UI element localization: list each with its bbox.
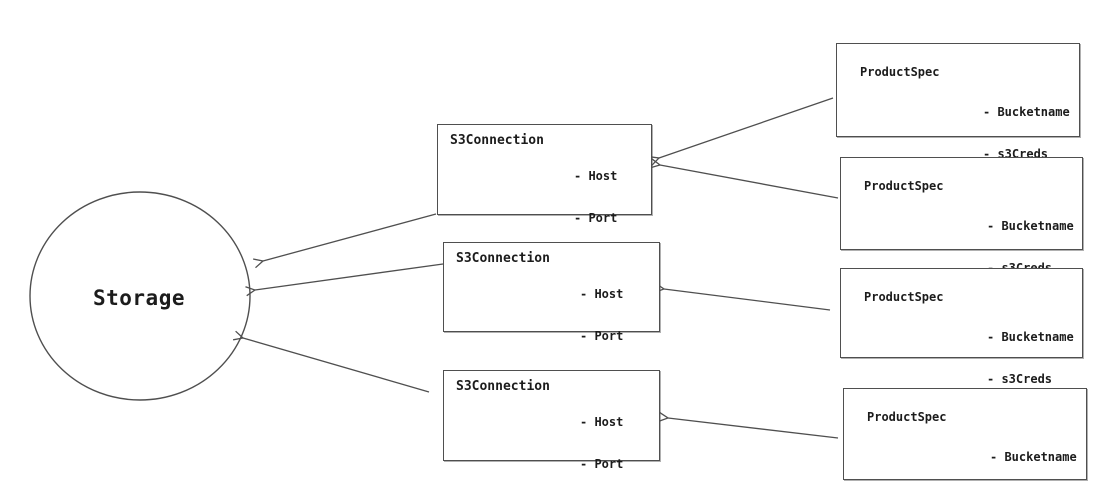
s3connection-3-attributes: - Host - Port - TLS [580,387,623,493]
s3connection-3-title: S3Connection [456,379,550,394]
storage-node-label: Storage [92,286,185,310]
arrow-productspec-2-to-s3connection-1[interactable] [650,158,839,199]
productspec-node-1[interactable]: ProductSpec - Bucketname - s3Creds [836,43,1080,161]
arrow-s3connection-3-to-storage[interactable] [232,330,430,393]
s3connection-node-1[interactable]: S3Connection - Host - Port - TLS [437,124,652,267]
attribute-host: - Host [580,287,624,301]
attribute-s3creds: - s3Creds [987,372,1053,386]
productspec-3-title: ProductSpec [864,290,944,304]
arrow-s3connection-1-to-storage[interactable] [253,213,437,269]
attribute-bucketname: - Bucketname [987,219,1074,233]
s3connection-1-title: S3Connection [450,133,544,148]
arrow-productspec-4-to-s3connection-3[interactable] [658,411,839,439]
productspec-4-title: ProductSpec [867,410,947,424]
s3connection-node-3[interactable]: S3Connection - Host - Port - TLS [443,370,660,471]
arrow-s3connection-2-to-storage[interactable] [245,263,444,297]
attribute-bucketname: - Bucketname [983,105,1070,119]
productspec-node-3[interactable]: ProductSpec - Bucketname - s3Creds [840,268,1083,386]
attribute-bucketname: - Bucketname [990,450,1077,464]
productspec-3-attributes: - Bucketname - s3Creds [987,302,1074,414]
productspec-node-2[interactable]: ProductSpec - Bucketname - s3Creds [840,157,1083,275]
attribute-host: - Host [580,415,624,429]
productspec-node-4[interactable]: ProductSpec - Bucketname - s3Creds [843,388,1087,493]
s3connection-2-title: S3Connection [456,251,550,266]
arrow-productspec-1-to-s3connection-1[interactable] [648,97,834,166]
attribute-port: - Port [574,211,618,225]
attribute-host: - Host [574,169,618,183]
arrow-productspec-3-to-s3connection-2[interactable] [654,282,831,311]
productspec-1-title: ProductSpec [860,65,940,79]
productspec-2-title: ProductSpec [864,179,944,193]
attribute-bucketname: - Bucketname [987,330,1074,344]
attribute-port: - Port [580,457,624,471]
attribute-port: - Port [580,329,624,343]
productspec-4-attributes: - Bucketname - s3Creds [990,422,1077,493]
s3connection-node-2[interactable]: S3Connection - Host - Port - TLS [443,242,660,385]
